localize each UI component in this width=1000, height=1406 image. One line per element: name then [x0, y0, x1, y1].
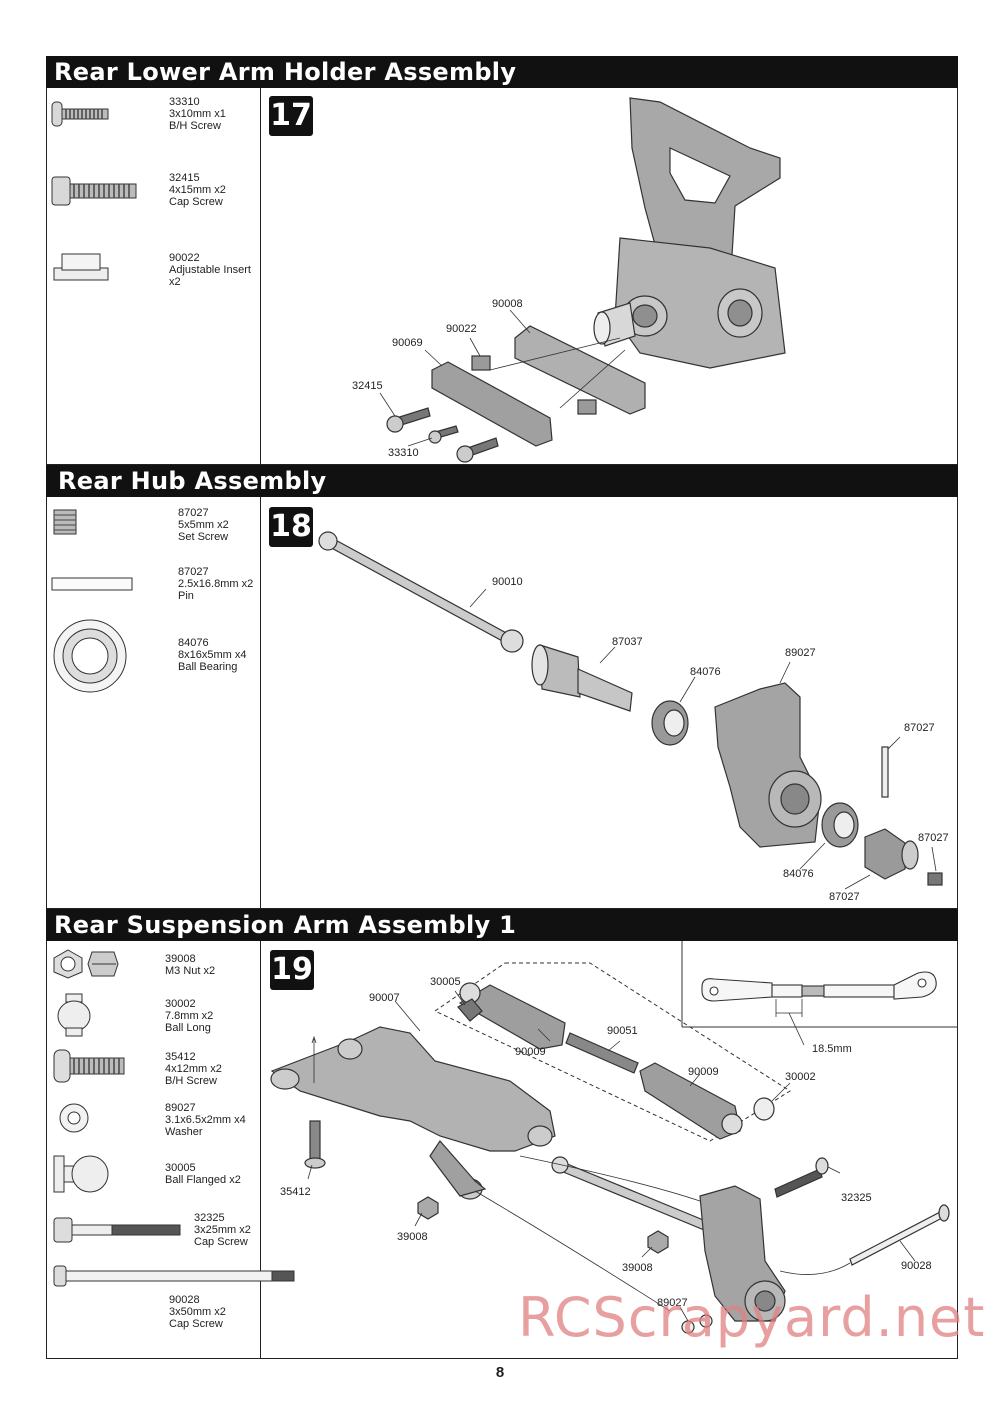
label-87027-setscrew: 87027	[918, 832, 949, 844]
rear-hub-drawing	[318, 531, 943, 890]
section-18-title: Rear Hub Assembly	[46, 465, 958, 497]
part-33310: 33310 3x10mm x1 B/H Screw	[169, 96, 226, 132]
part-89027: 89027 3.1x6.5x2mm x4 Washer	[165, 1102, 246, 1138]
label-90007: 90007	[369, 992, 400, 1004]
label-35412: 35412	[280, 1186, 311, 1198]
part-84076: 84076 8x16x5mm x4 Ball Bearing	[178, 637, 247, 673]
label-32415: 32415	[352, 380, 383, 392]
label-87027-hex: 87027	[829, 891, 860, 903]
rear-suspension-arm-drawing	[270, 962, 950, 1334]
label-30002: 30002	[785, 1071, 816, 1083]
label-90008: 90008	[492, 298, 523, 310]
washer-icon	[59, 1103, 89, 1133]
label-30005: 30005	[430, 976, 461, 988]
section-18-divider	[260, 497, 261, 909]
part-30005: 30005 Ball Flanged x2	[165, 1162, 241, 1186]
part-90022: 90022 Adjustable Insert x2	[169, 252, 251, 288]
label-39008-b: 39008	[622, 1262, 653, 1274]
part-32325: 32325 3x25mm x2 Cap Screw	[194, 1212, 251, 1248]
label-89027: 89027	[785, 647, 816, 659]
label-87027-pin: 87027	[904, 722, 935, 734]
label-32325: 32325	[841, 1192, 872, 1204]
pin-icon	[51, 577, 133, 591]
button-head-screw-icon	[53, 1049, 125, 1083]
watermark: RCScrapyard.net	[518, 1286, 986, 1349]
part-35412: 35412 4x12mm x2 B/H Screw	[165, 1051, 222, 1087]
label-84076-bottom: 84076	[783, 868, 814, 880]
section-17-divider	[260, 88, 261, 465]
ball-flanged-icon	[53, 1155, 109, 1193]
label-39008-a: 39008	[397, 1231, 428, 1243]
part-90028: 90028 3x50mm x2 Cap Screw	[169, 1294, 226, 1330]
label-90009-a: 90009	[515, 1046, 546, 1058]
label-90009-b: 90009	[688, 1066, 719, 1078]
section-19-title: Rear Suspension Arm Assembly 1	[46, 909, 958, 941]
turnbuckle-length-inset	[681, 941, 958, 1046]
label-90022: 90022	[446, 323, 477, 335]
label-90010: 90010	[492, 576, 523, 588]
part-87027-pin: 87027 2.5x16.8mm x2 Pin	[178, 566, 254, 602]
button-head-screw-icon	[51, 101, 109, 127]
ball-bearing-icon	[53, 619, 127, 693]
ball-long-icon	[57, 993, 91, 1037]
section-17-title: Rear Lower Arm Holder Assembly	[46, 56, 958, 88]
part-32415: 32415 4x15mm x2 Cap Screw	[169, 172, 226, 208]
label-84076-top: 84076	[690, 666, 721, 678]
step-19-badge: 19	[270, 950, 314, 990]
step-18-badge: 18	[269, 507, 313, 547]
label-33310: 33310	[388, 447, 419, 459]
label-90051: 90051	[607, 1025, 638, 1037]
adjustable-insert-icon	[53, 253, 109, 281]
step-17-badge: 17	[269, 96, 313, 136]
label-87037: 87037	[612, 636, 643, 648]
cap-screw-icon	[51, 176, 137, 206]
label-89027: 89027	[657, 1297, 688, 1309]
rear-lower-arm-holder-drawing	[379, 97, 786, 463]
section-19-divider	[260, 941, 261, 1359]
label-90028: 90028	[901, 1260, 932, 1272]
label-90069: 90069	[392, 337, 423, 349]
label-18-5mm: 18.5mm	[812, 1043, 852, 1055]
part-39008: 39008 M3 Nut x2	[165, 953, 216, 977]
part-87027-set-screw: 87027 5x5mm x2 Set Screw	[178, 507, 229, 543]
set-screw-icon	[53, 509, 77, 535]
nut-icon	[53, 949, 119, 979]
page-number: 8	[495, 1364, 505, 1381]
long-cap-screw-icon	[53, 1265, 295, 1287]
part-30002: 30002 7.8mm x2 Ball Long	[165, 998, 214, 1034]
cap-screw-icon	[53, 1217, 181, 1243]
